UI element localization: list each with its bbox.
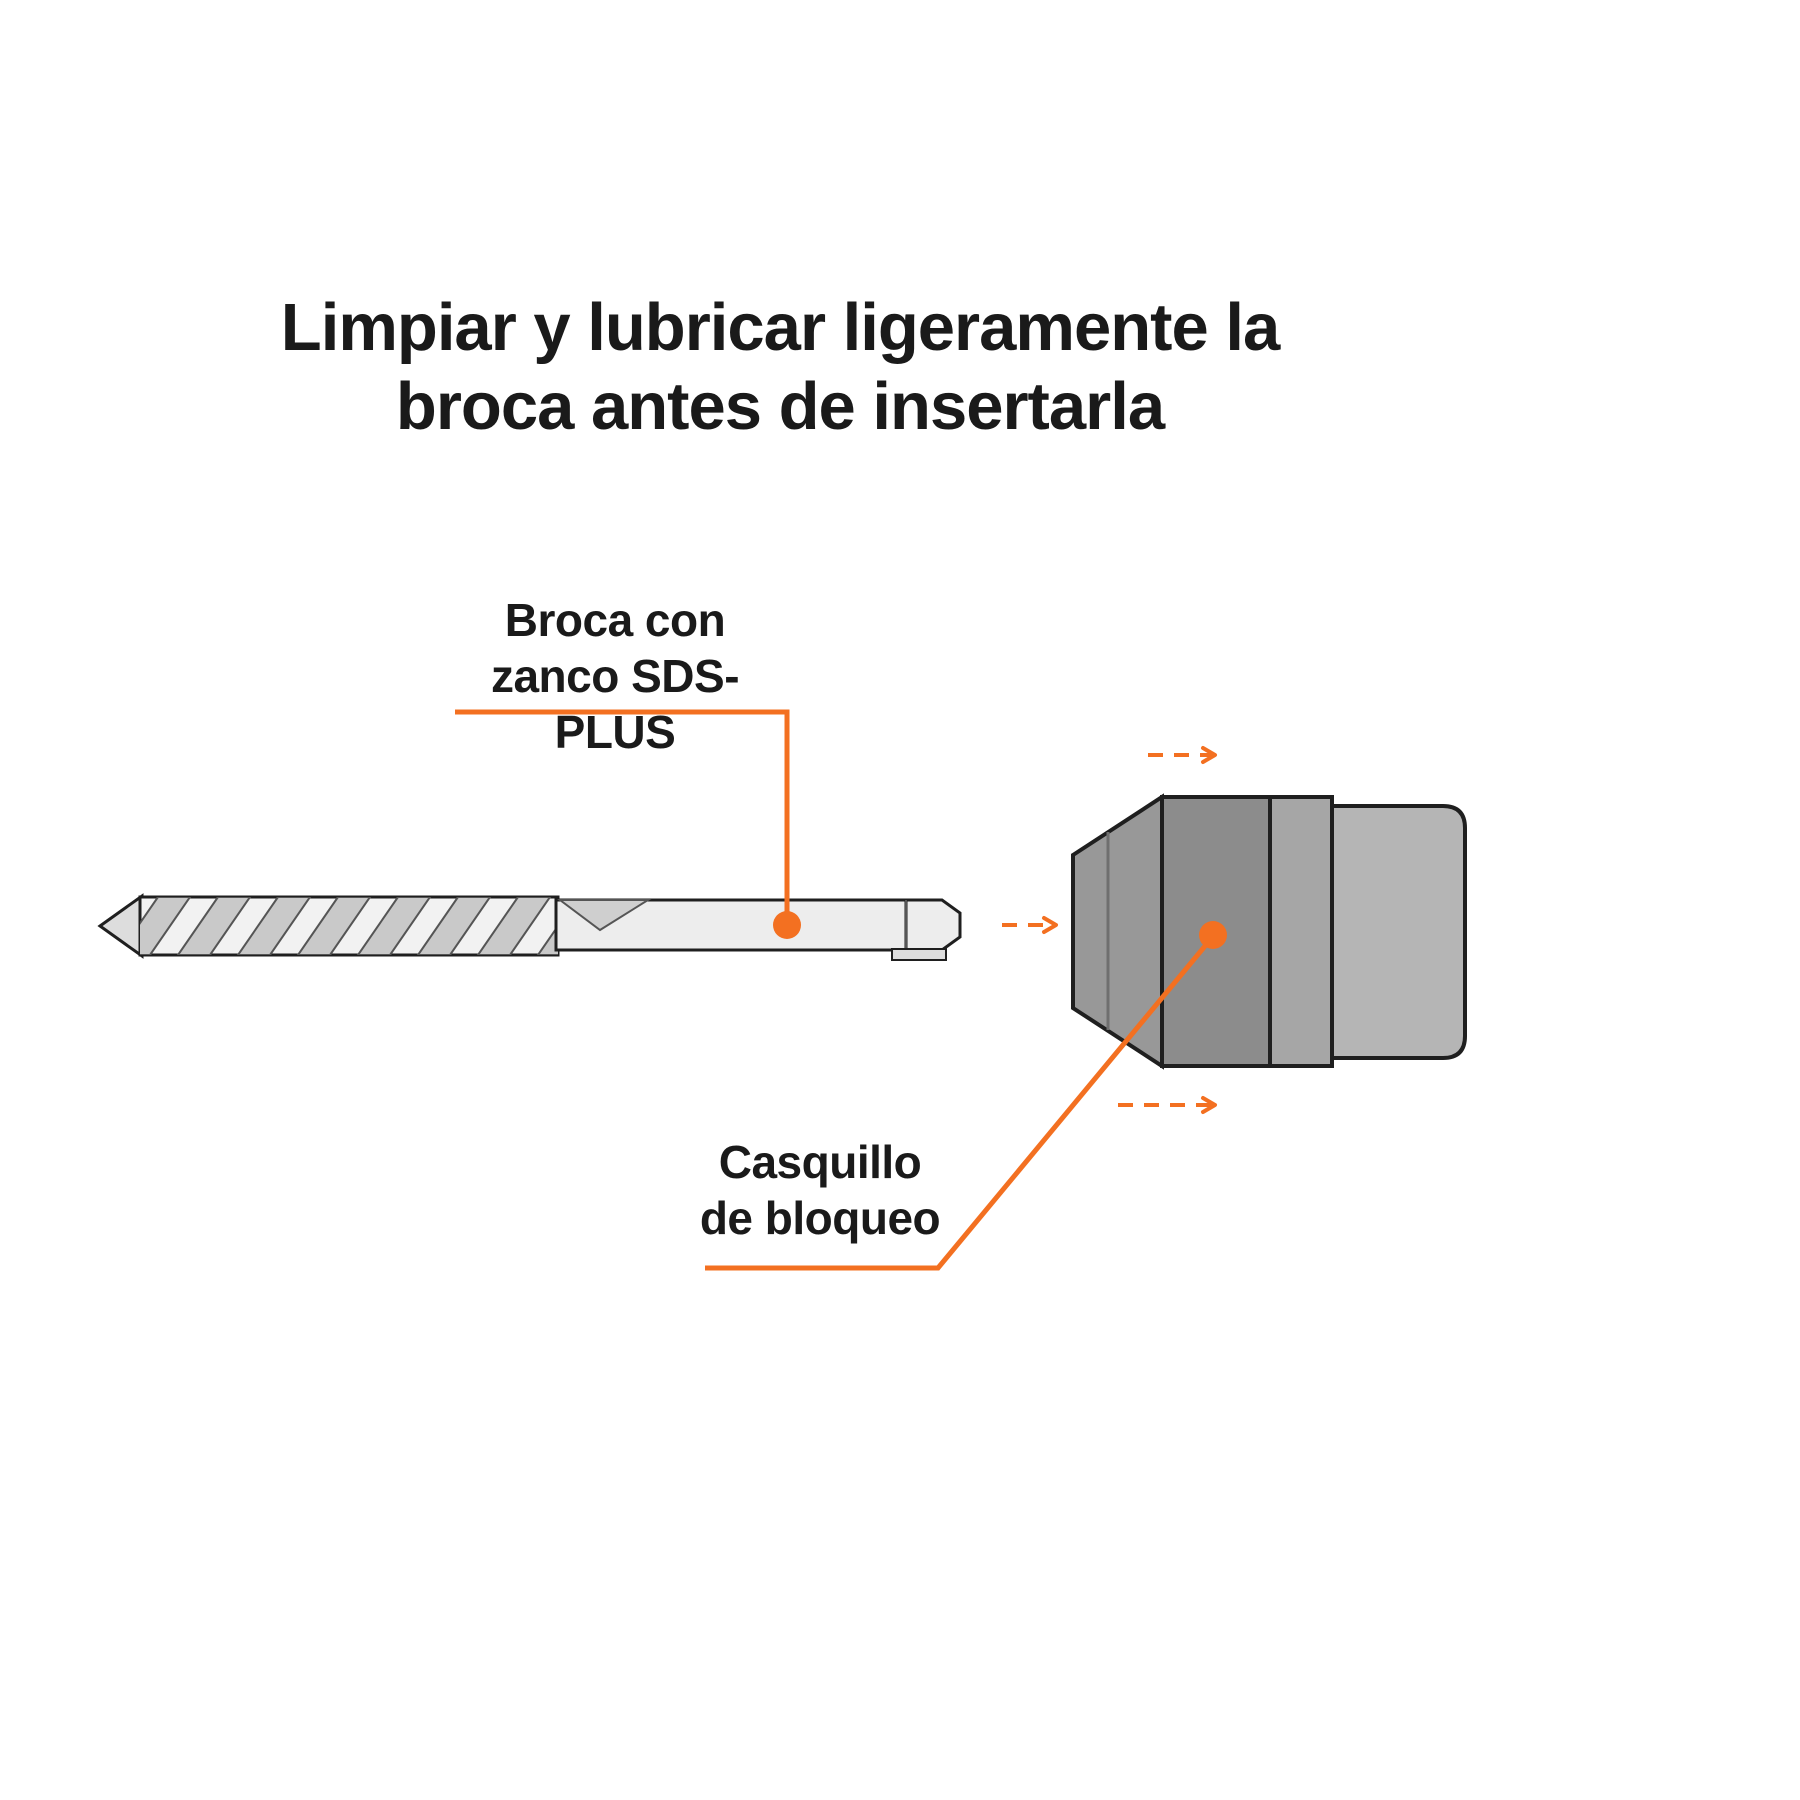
sleeve-leader-line bbox=[705, 938, 1212, 1271]
drill-label: Broca con zanco SDS-PLUS bbox=[440, 592, 790, 760]
chuck-band bbox=[1268, 795, 1334, 1068]
drill-leader-line bbox=[455, 709, 790, 922]
drill-helix-pattern bbox=[140, 897, 558, 955]
drill-sds-groove bbox=[891, 948, 947, 961]
chuck-nose bbox=[1071, 793, 1164, 1070]
sleeve-callout-dot bbox=[1199, 921, 1227, 949]
title-line-2: broca antes de insertarla bbox=[395, 369, 1165, 445]
drill-label-line-1: Broca con bbox=[504, 594, 726, 646]
chuck-rear-cylinder bbox=[1330, 804, 1467, 1060]
drill-sds-end bbox=[904, 898, 962, 952]
drill-bit-illustration bbox=[97, 893, 962, 961]
drill-flute-runout bbox=[557, 899, 652, 932]
callouts bbox=[455, 709, 1227, 1271]
sleeve-label-line-2: de bloqueo bbox=[699, 1192, 941, 1245]
motion-arrows bbox=[1002, 746, 1217, 1114]
drill-label-line-2: zanco SDS-PLUS bbox=[490, 650, 740, 759]
sleeve-label: Casquillo de bloqueo bbox=[690, 1134, 950, 1246]
drill-callout-dot bbox=[773, 911, 801, 939]
drill-tip bbox=[97, 893, 144, 959]
diagram-title: Limpiar y lubricar ligeramente la broca … bbox=[120, 288, 1440, 446]
sleeve-label-line-1: Casquillo bbox=[718, 1136, 922, 1188]
chuck-illustration bbox=[1071, 793, 1467, 1070]
title-line-1: Limpiar y lubricar ligeramente la bbox=[280, 290, 1280, 365]
